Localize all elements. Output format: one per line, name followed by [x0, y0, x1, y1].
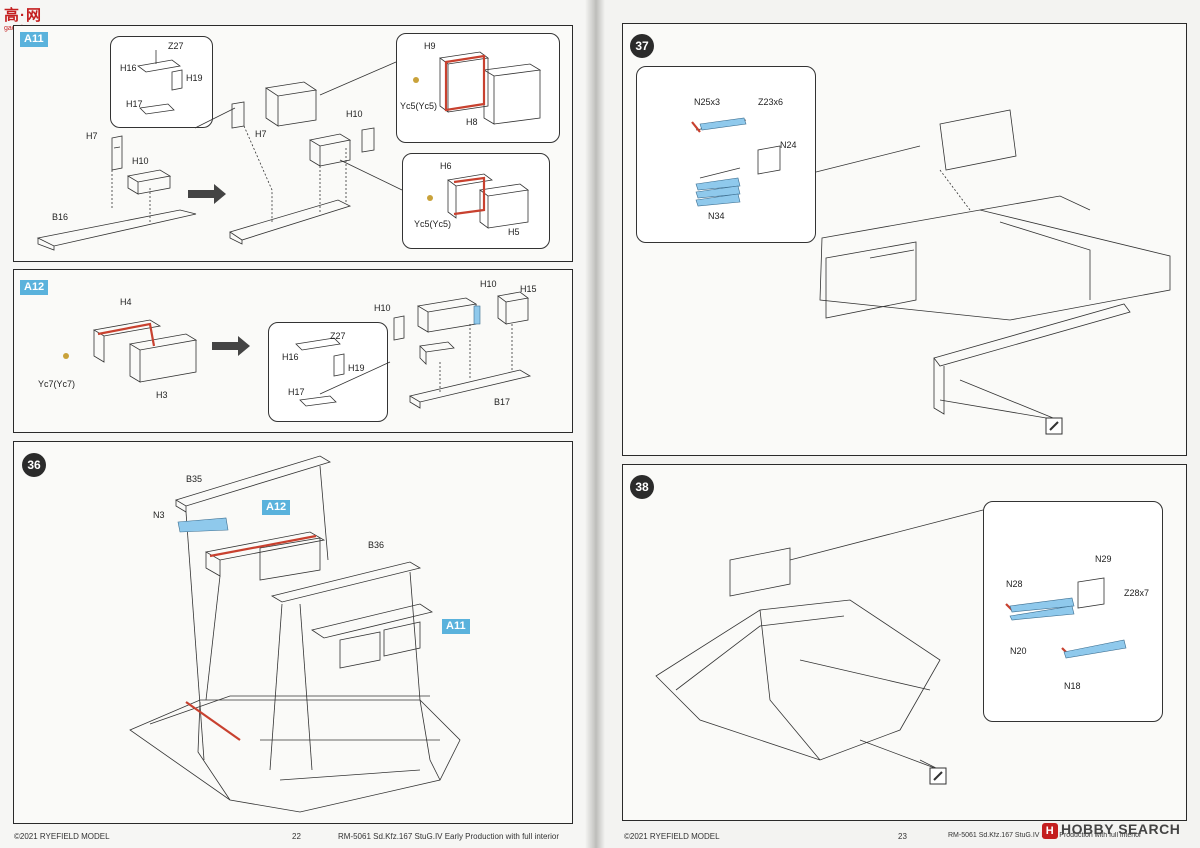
part-label: H7 — [86, 131, 98, 141]
part-label: H16 — [120, 63, 137, 73]
paint-icon — [1045, 417, 1063, 435]
callout-a11-detail — [110, 36, 213, 128]
footer-page-number: 22 — [292, 832, 301, 841]
part-label: Yc7(Yc7) — [38, 379, 76, 389]
part-label: H15 — [520, 284, 537, 294]
part-label: Z27 — [330, 331, 346, 341]
part-label: Z28x7 — [1124, 588, 1150, 598]
part-label: B16 — [52, 212, 69, 222]
part-label: H17 — [288, 387, 305, 397]
footer-page-number: 23 — [898, 832, 907, 841]
part-label: Z23x6 — [758, 97, 784, 107]
part-label: N24 — [780, 140, 797, 150]
subassembly-tag-a12: A12 — [262, 500, 291, 515]
part-label: H10 — [132, 156, 149, 166]
part-label: H17 — [126, 99, 143, 109]
part-label: Z27 — [168, 41, 184, 51]
part-label: Yc5(Yc5) — [400, 101, 438, 111]
part-label: H19 — [348, 363, 365, 373]
arrow-right-icon — [188, 184, 226, 204]
part-label: H3 — [156, 390, 168, 400]
part-label: B35 — [186, 474, 203, 484]
part-label: H10 — [346, 109, 363, 119]
part-label: N28 — [1006, 579, 1023, 589]
part-label: H8 — [466, 117, 478, 127]
part-label: H19 — [186, 73, 203, 83]
part-label: H16 — [282, 352, 299, 362]
part-label: H10 — [480, 279, 497, 289]
footer-copyright: ©2021 RYEFIELD MODEL — [14, 832, 110, 841]
part-label: H10 — [374, 303, 391, 313]
part-label: H4 — [120, 297, 132, 307]
footer-title: RM-5061 Sd.Kfz.167 StuG.IV Early Product… — [338, 832, 559, 841]
pin-icon — [63, 77, 433, 359]
part-label: H7 — [255, 129, 267, 139]
part-label: H5 — [508, 227, 520, 237]
subassembly-tag-a11: A11 — [442, 619, 470, 634]
callout-a11-h9 — [396, 33, 560, 143]
panel-step-36 — [13, 441, 573, 824]
footer-copyright: ©2021 RYEFIELD MODEL — [624, 832, 720, 841]
part-label: N29 — [1095, 554, 1112, 564]
part-label: B36 — [368, 540, 385, 550]
part-label: H9 — [424, 41, 436, 51]
step-number-36: 36 — [22, 453, 46, 477]
part-label: N25x3 — [694, 97, 721, 107]
part-label: B17 — [494, 397, 511, 407]
part-label: H6 — [440, 161, 452, 171]
step-number-38: 38 — [630, 475, 654, 499]
subassembly-tag-a11: A11 — [20, 32, 48, 47]
subassembly-tag-a12: A12 — [20, 280, 49, 295]
callout-a11-h6 — [402, 153, 550, 249]
paint-icon — [929, 767, 947, 785]
part-label: N3 — [153, 510, 165, 520]
part-label: N20 — [1010, 646, 1027, 656]
step-number-37: 37 — [630, 34, 654, 58]
part-label: Yc5(Yc5) — [414, 219, 452, 229]
callout-step-37 — [636, 66, 816, 243]
part-label: N34 — [708, 211, 725, 221]
page-gutter — [585, 0, 605, 848]
part-label: N18 — [1064, 681, 1081, 691]
arrow-right-icon — [212, 336, 250, 356]
